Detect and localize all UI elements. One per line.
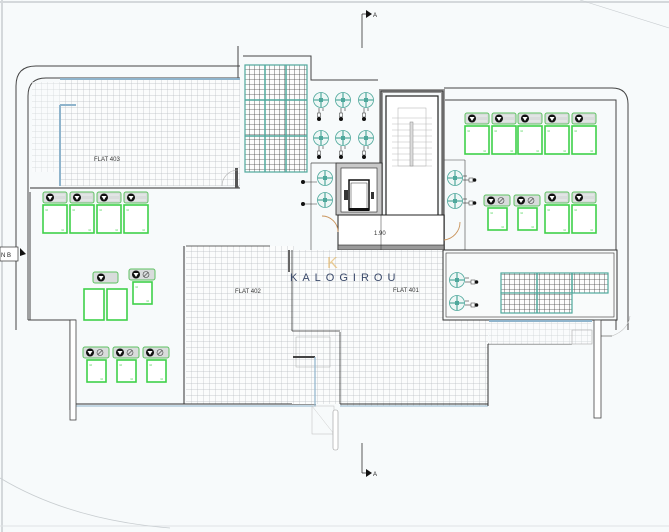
brand-name: KALOGIROU — [290, 272, 400, 284]
flat-401-label: FLAT 401 — [393, 288, 419, 294]
flat-402-terrace — [69, 245, 320, 421]
section-mark-top: A — [361, 10, 377, 48]
flat-403-terrace — [30, 78, 240, 189]
water-tanks-left-lower — [82, 346, 170, 383]
brand-watermark: K KALOGIROU — [290, 255, 400, 284]
section-mark-bottom: A — [361, 443, 377, 478]
flat-402-label: FLAT 402 — [235, 289, 261, 295]
flat-401-terrace — [291, 250, 572, 451]
stair-note: 1.90 — [374, 231, 386, 237]
plot-boundary-curve — [0, 477, 171, 529]
plot-boundary-line — [579, 0, 669, 29]
brand-monogram: K — [327, 255, 338, 272]
solar-panel-array-top — [244, 64, 308, 173]
section-mark-left: N B — [0, 246, 26, 262]
stair-core: 1.90 — [310, 89, 466, 251]
water-tanks-left-middle — [83, 268, 156, 321]
flat-403-label: FLAT 403 — [94, 157, 120, 163]
section-left-label: N B — [1, 253, 11, 259]
section-top-label: A — [373, 13, 377, 19]
water-tanks-right-upper — [464, 112, 597, 155]
solar-panel-array-right — [500, 272, 609, 314]
section-bottom-label: A — [373, 472, 377, 478]
ac-units-stair-side — [301, 169, 476, 209]
